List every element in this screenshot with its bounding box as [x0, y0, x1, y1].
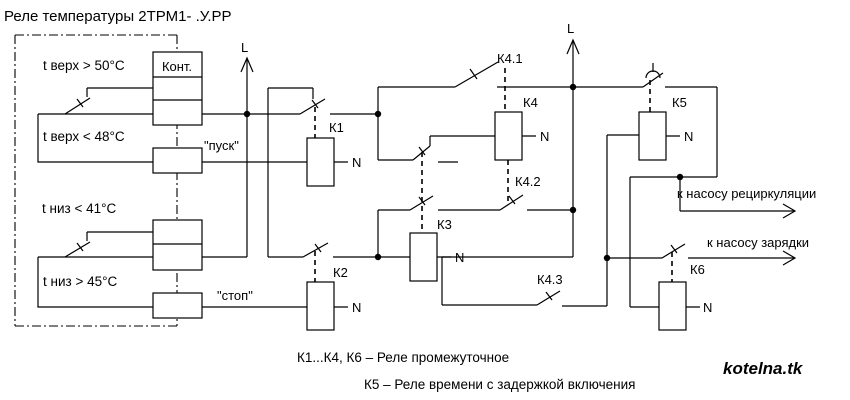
- cond-lower-on: t низ < 41°С: [42, 201, 116, 216]
- contacts-block-upper: [152, 51, 203, 126]
- supply-rail-l2: [441, 40, 574, 306]
- k6-coil: [658, 281, 687, 331]
- k3-lower-contact: [409, 195, 434, 211]
- k4-neutral-label: N: [540, 129, 549, 144]
- recirculation-output-label: к насосу рециркуляции: [677, 186, 816, 201]
- k1-neutral-label: N: [352, 155, 361, 170]
- k4-1-label: К4.1: [497, 51, 523, 66]
- k2-coil: [306, 281, 335, 331]
- l2-arrowhead: [566, 38, 580, 55]
- junction-dot: [243, 110, 251, 118]
- contacts-block-upper-dividers: [153, 76, 202, 101]
- start-label: "пуск": [204, 138, 239, 153]
- k5-timed-contact: [642, 63, 664, 88]
- page-title: Реле температуры 2ТРМ1- .У.РР: [4, 8, 232, 25]
- k4-3-label: К4.3: [537, 272, 563, 287]
- k4-coil: [494, 111, 523, 161]
- junction-dot: [603, 254, 611, 262]
- recirculation-arrow: [680, 203, 797, 219]
- k3-upper-contact: [412, 145, 431, 161]
- junction-dot: [676, 173, 684, 181]
- k3-coil: [409, 232, 438, 282]
- k4-3-contact: [536, 290, 561, 306]
- k2-contact: [302, 242, 329, 258]
- stop-label: "стоп": [217, 288, 253, 303]
- junction-dot: [569, 206, 577, 214]
- k2-label: К2: [333, 265, 348, 280]
- holding-rail: [267, 87, 314, 258]
- contacts-header-label: Конт.: [162, 59, 192, 74]
- legend-line-2: К5 – Реле времени с задержкой включения: [364, 377, 635, 392]
- contacts-block-lower: [152, 219, 203, 271]
- k1-label: К1: [329, 120, 344, 135]
- k5-k6-rail: [562, 134, 639, 307]
- k5-label: К5: [672, 95, 687, 110]
- junction-dot: [569, 83, 577, 91]
- temp-relay-internal-wiring: [37, 87, 307, 308]
- k4-2-contact: [499, 194, 524, 211]
- l2-label: L: [567, 21, 574, 36]
- junction-dot: [374, 253, 382, 261]
- junction-dot: [374, 110, 382, 118]
- k1-contact: [299, 98, 326, 115]
- l1-arrowhead: [240, 56, 254, 73]
- cond-upper-on: t верх > 50°С: [43, 58, 125, 73]
- k4-1-contact: [454, 61, 499, 88]
- charging-arrow: [688, 250, 797, 266]
- t-upper-contact: [64, 97, 91, 115]
- charging-output-label: к насосу зарядки: [707, 235, 809, 250]
- k3-neutral-label: N: [455, 250, 464, 265]
- site-watermark: kotelna.tk: [723, 359, 804, 378]
- stop-terminal-box: [152, 292, 203, 319]
- start-terminal-box: [152, 147, 203, 174]
- temperature-relay-boundary: [14, 34, 178, 327]
- k4-2-label: К4.2: [515, 174, 541, 189]
- k6-neutral-label: N: [703, 300, 712, 315]
- k1-coil: [306, 137, 335, 187]
- control-chain-wiring: [330, 86, 718, 308]
- cond-lower-off: t низ > 45°С: [43, 274, 117, 289]
- k5-coil: [638, 111, 667, 161]
- legend-line-1: К1...К4, К6 – Реле промежуточное: [297, 350, 509, 365]
- k6-label: К6: [690, 262, 705, 277]
- k3-label: К3: [437, 217, 452, 232]
- t-lower-contact: [64, 241, 91, 258]
- k5-neutral-label: N: [684, 129, 693, 144]
- l1-label: L: [241, 40, 248, 55]
- k4-label: К4: [523, 95, 538, 110]
- cond-upper-off: t верх < 48°С: [43, 129, 125, 144]
- k2-neutral-label: N: [352, 300, 361, 315]
- k6-contact: [661, 243, 686, 259]
